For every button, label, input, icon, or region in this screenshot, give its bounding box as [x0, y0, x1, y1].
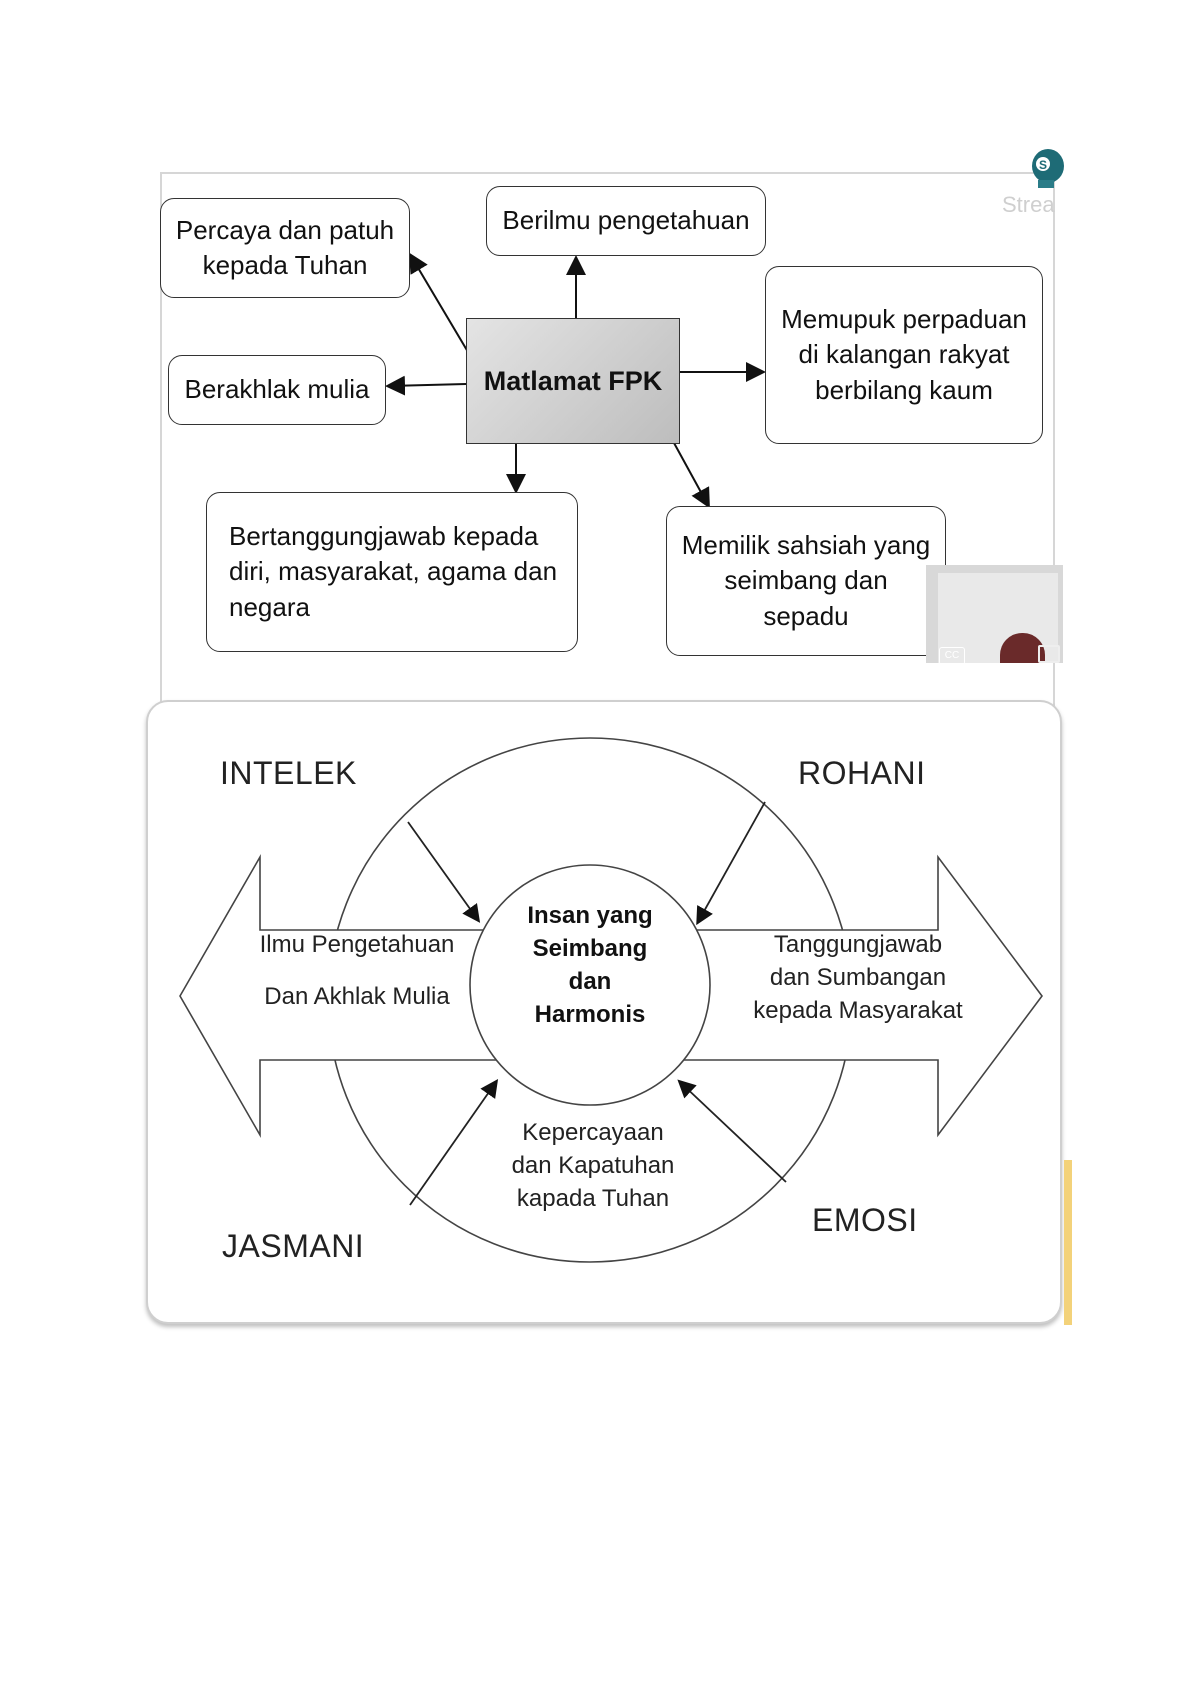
watermark-text: Strea	[1002, 192, 1055, 217]
expand-icon[interactable]	[1038, 645, 1060, 663]
box-berilmu: Berilmu pengetahuan	[486, 186, 766, 256]
box-percaya: Percaya dan patuh kepada Tuhan	[160, 198, 410, 298]
arrow-to-memilik	[667, 431, 710, 509]
inner-circle	[469, 864, 711, 1106]
box-memilik: Memilik sahsiah yang seimbang dan sepadu	[666, 506, 946, 656]
label-jasmani: JASMANI	[222, 1228, 365, 1264]
label-intelek: INTELEK	[220, 755, 357, 791]
diagram-frame	[160, 172, 1055, 792]
closed-caption-button[interactable]: CC	[939, 647, 965, 665]
center-matlamat-fpk: Matlamat FPK	[466, 318, 680, 444]
box-berakhlak: Berakhlak mulia	[168, 355, 386, 425]
insan-diagram-shapes	[179, 737, 1043, 1263]
avatar	[1000, 633, 1045, 663]
svg-text:S: S	[1039, 158, 1047, 172]
label-emosi: EMOSI	[812, 1202, 918, 1238]
right-arrow-text: Tanggungjawab dan Sumbangan kepada Masya…	[753, 931, 963, 1025]
arrow-jasmani	[409, 1079, 499, 1206]
left-arrow-line1: Ilmu Pengetahuan	[259, 931, 455, 958]
bottom-text: Kepercayaan dan Kapatuhan kapada Tuhan	[511, 1119, 675, 1213]
left-arrow-line2: Dan Akhlak Mulia	[264, 983, 450, 1010]
side-strip	[1064, 1160, 1072, 1325]
stream-logo-icon: S	[1032, 149, 1064, 188]
box-bertanggungjawab: Bertanggungjawab kepada diri, masyarakat…	[206, 492, 578, 652]
label-rohani: ROHANI	[798, 755, 926, 791]
arrow-intelek	[407, 821, 481, 923]
arrow-to-percaya	[408, 252, 469, 353]
arrow-rohani	[696, 801, 766, 926]
box-memupuk: Memupuk perpaduan di kalangan rakyat ber…	[765, 266, 1043, 444]
core-insan-seimbang: Insan yang Seimbang dan Harmonis	[527, 902, 653, 1028]
arrow-to-berakhlak	[385, 375, 467, 396]
arrow-emosi	[677, 1079, 787, 1183]
